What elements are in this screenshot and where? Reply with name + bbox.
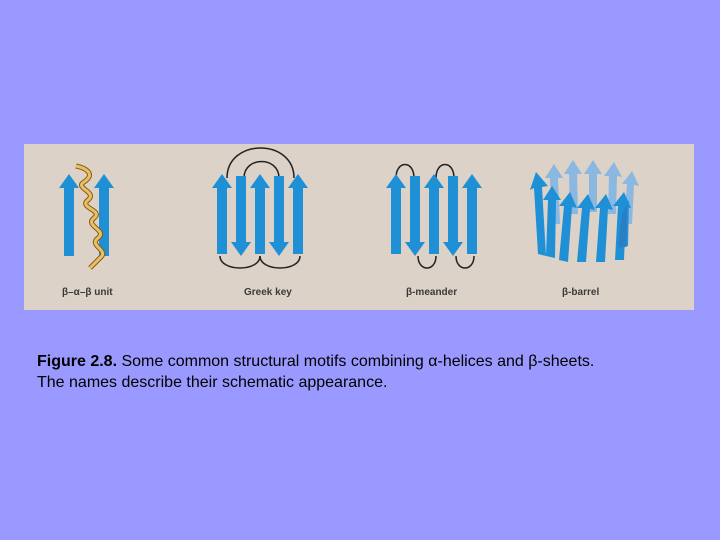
barrel-strand-front-4 bbox=[595, 194, 613, 262]
meander-strand-4 bbox=[443, 176, 463, 256]
meander-strand-5 bbox=[462, 174, 482, 254]
motif-diagram bbox=[59, 147, 639, 270]
meander-loop-top-1 bbox=[395, 163, 415, 179]
barrel-strand-front-1 bbox=[543, 186, 561, 258]
meander-loop-bottom-1 bbox=[417, 255, 437, 269]
figure-caption: Figure 2.8. Some common structural motif… bbox=[37, 351, 697, 393]
label-barrel: β-barrel bbox=[562, 287, 600, 298]
caption-line-1: Figure 2.8. Some common structural motif… bbox=[37, 351, 697, 372]
barrel-strand-front-3 bbox=[577, 194, 595, 262]
greek-key-strand-3 bbox=[250, 174, 270, 254]
barrel-strand-front-2 bbox=[559, 192, 577, 262]
barrel-strand-back-3 bbox=[584, 160, 602, 212]
bab-strand-left bbox=[59, 174, 79, 256]
caption-text-1: Some common structural motifs combining … bbox=[117, 353, 595, 370]
meander-motif bbox=[386, 163, 482, 269]
meander-strand-3 bbox=[424, 174, 444, 254]
greek-key-strand-4 bbox=[269, 176, 289, 256]
label-greek-key: Greek key bbox=[244, 287, 292, 298]
bab-unit-motif bbox=[59, 163, 114, 270]
caption-line-2: The names describe their schematic appea… bbox=[37, 374, 388, 391]
greek-key-strand-2 bbox=[231, 176, 251, 256]
meander-strand-1 bbox=[386, 174, 406, 254]
greek-key-strand-1 bbox=[212, 174, 232, 254]
meander-loop-bottom-2 bbox=[455, 255, 475, 269]
greek-key-loop-top-outer bbox=[226, 147, 295, 179]
greek-key-strand-5 bbox=[288, 174, 308, 254]
greek-key-loop-bottom-a bbox=[219, 255, 261, 269]
motif-figure-panel: β–α–β unit Greek key β-meander β-barrel bbox=[24, 144, 694, 310]
meander-strand-2 bbox=[405, 176, 425, 256]
greek-key-loop-bottom-b bbox=[259, 255, 301, 269]
figure-number: Figure 2.8. bbox=[37, 353, 118, 370]
barrel-strand-right-front bbox=[618, 204, 627, 248]
greek-key-loop-top-inner bbox=[243, 160, 280, 179]
label-meander: β-meander bbox=[406, 287, 458, 298]
barrel-motif bbox=[530, 160, 639, 262]
meander-loop-top-2 bbox=[435, 163, 455, 179]
label-bab-unit: β–α–β unit bbox=[62, 287, 113, 298]
barrel-strand-left-edge bbox=[530, 172, 548, 256]
bab-helix bbox=[75, 163, 105, 270]
barrel-strand-back-2 bbox=[564, 160, 582, 214]
greek-key-motif bbox=[212, 147, 308, 269]
